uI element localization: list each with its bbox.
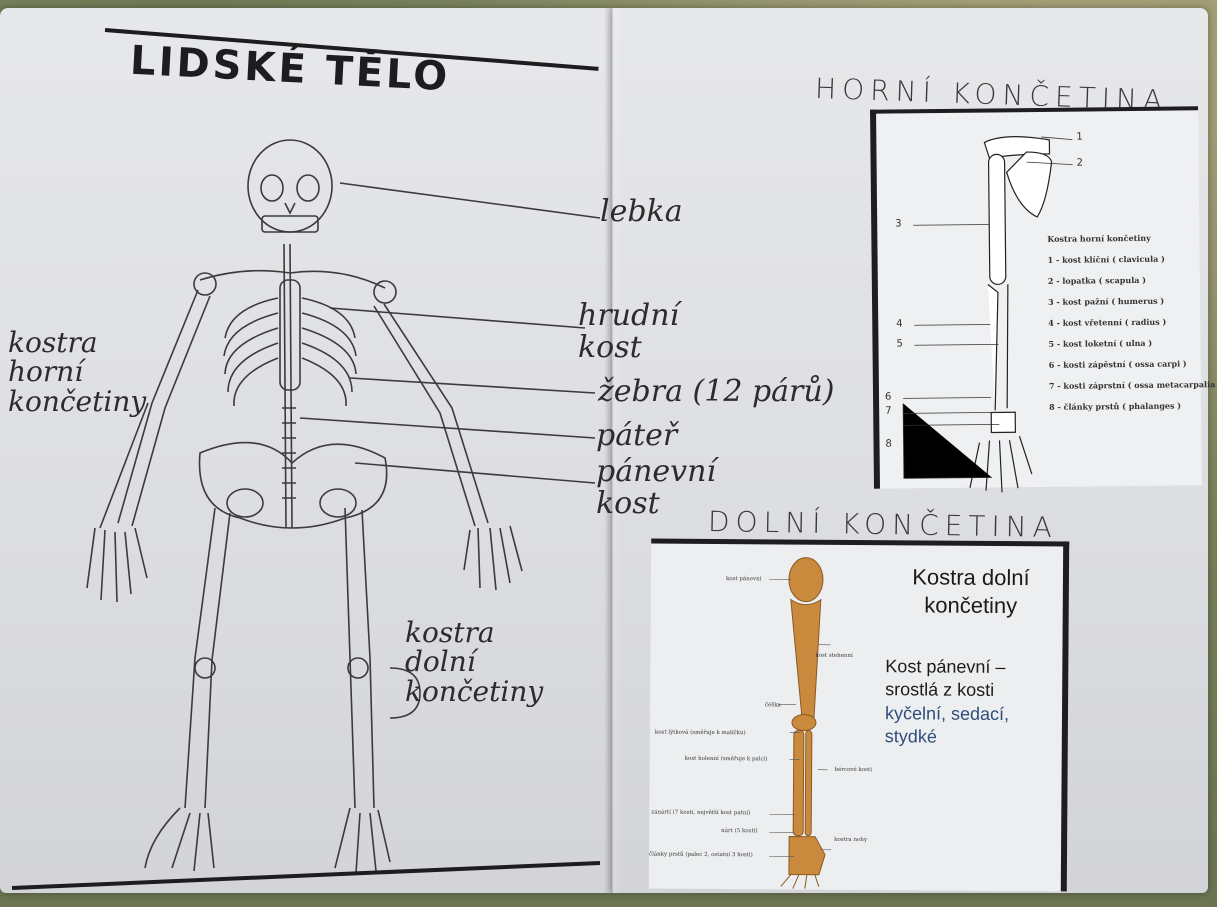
legend-item: 6 - kosti zápěstní ( ossa carpi ) [1049, 358, 1187, 369]
label-lebka: lebka [600, 196, 683, 228]
legend-item: 2 - lopatka ( scapula ) [1048, 275, 1146, 286]
num-6: 6 [885, 392, 891, 403]
leg-label-kost-panevni: kost pánevní [726, 576, 761, 582]
label-zebra: žebra (12 párů) [598, 376, 834, 408]
label-kostra-dolni: kostra dolní končetiny [405, 618, 545, 706]
label-panevni-kost: pánevní kost [596, 456, 686, 519]
open-notebook: LIDSKÉ TĚLO [0, 8, 1217, 900]
leg-label-kostra-nohy: kostra nohy [834, 837, 867, 843]
num-7: 7 [885, 406, 891, 417]
leg-label-kost-stehenni: kost stehenní [815, 653, 852, 659]
label-kostra-horni: kostra horní končetiny [8, 328, 128, 416]
leg-label-berecove-kosti: bércové kosti [835, 767, 872, 773]
lower-title-line2: končetiny [886, 591, 1056, 620]
lower-text-line1: Kost pánevní – [885, 655, 1060, 680]
lower-title-line1: Kostra dolní [886, 563, 1056, 592]
lower-title: Kostra dolní končetiny [886, 563, 1056, 619]
upper-limb-printout: 1 2 3 4 5 6 7 8 Kostra horní končetiny 1… [870, 106, 1202, 488]
label-hrudni-kost: hrudní kost [578, 300, 658, 363]
num-4: 4 [896, 318, 902, 329]
legend-item: 5 - kost loketní ( ulna ) [1048, 338, 1152, 349]
leg-label-clanky-prstu: články prstů (palec 2, ostatní 3 kosti) [649, 852, 753, 859]
legend-item: 7 - kosti záprstní ( ossa metacarpalia ) [1049, 379, 1217, 391]
legend-item: 3 - kost pažní ( humerus ) [1048, 296, 1164, 307]
leg-label-zanart: zánártí (7 kostí, největší kost patní) [651, 810, 750, 817]
num-1: 1 [1076, 132, 1082, 143]
legend-title: Kostra horní končetiny [1047, 233, 1150, 244]
label-paten: páteř [596, 420, 677, 452]
leg-label-nart: nárt (5 kostí) [721, 828, 757, 834]
num-2: 2 [1077, 158, 1083, 169]
legend-item: 4 - kost vřetenní ( radius ) [1048, 317, 1166, 328]
lower-bone-names: kyčelní, sedací, [885, 702, 1060, 727]
num-8: 8 [885, 439, 891, 450]
lower-limb-printout: kost pánevní kost stehenní čéška kost lý… [649, 539, 1069, 892]
leg-label-kost-holenni: kost holenní (směřuje k palci) [685, 756, 768, 763]
leg-label-cesko: čéška [765, 702, 781, 708]
legend-item: 1 - kost klíční ( clavicula ) [1048, 254, 1165, 265]
leg-label-kost-lytkova: kost lýtková (směřuje k malíčku) [655, 730, 746, 737]
num-5: 5 [896, 338, 902, 349]
skeleton-drawing [0, 8, 612, 893]
num-3: 3 [895, 218, 901, 229]
legend-item: 8 - články prstů ( phalanges ) [1049, 400, 1181, 411]
heading-dolni-koncetina: DOLNÍ KONČETINA [708, 505, 1058, 544]
lower-text-line2: srostlá z kosti [885, 679, 1060, 704]
lower-bone-names2: stydké [885, 725, 1060, 750]
lower-description: Kost pánevní – srostlá z kosti kyčelní, … [885, 655, 1061, 750]
